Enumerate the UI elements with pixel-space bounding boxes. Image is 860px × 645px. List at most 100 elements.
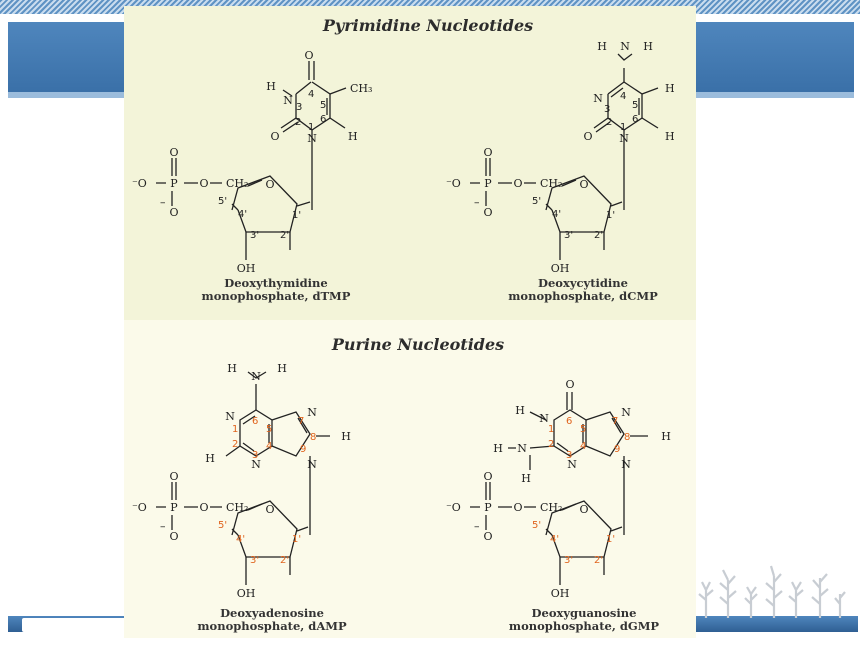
dtmp-o2: O	[270, 130, 279, 143]
damp-2p: 2'	[280, 555, 289, 566]
dcmp-n-amino: N	[620, 40, 630, 53]
dtmp-n3: N	[283, 94, 293, 107]
dgmp-po-o2: O	[483, 530, 492, 543]
dgmp-ring-o: O	[579, 503, 588, 516]
dtmp-p: P	[170, 177, 178, 190]
dcmp-n1: N	[619, 132, 629, 145]
dgmp-h1: H	[515, 404, 525, 417]
dgmp-num-8: 8	[624, 432, 630, 443]
damp-4p: 4'	[236, 534, 245, 545]
dgmp-h8: H	[661, 430, 671, 443]
dcmp-1p: 1'	[606, 210, 615, 221]
dgmp-minus: –	[474, 520, 480, 533]
dcmp-minus: –	[474, 196, 480, 209]
dtmp-ch3: CH₃	[350, 82, 372, 95]
purine-title: Purine Nucleotides	[331, 335, 504, 354]
footer-inset	[22, 618, 132, 632]
damp-h-a: H	[227, 362, 237, 375]
dtmp-minus: –	[160, 196, 166, 209]
dtmp-num-1: 1	[308, 122, 314, 133]
dcmp-3oh: OH	[551, 262, 570, 275]
dtmp-5p: 5'	[218, 196, 227, 207]
dtmp-n1: N	[307, 132, 317, 145]
dgmp-5p: 5'	[532, 520, 541, 531]
dcmp-num-5: 5	[632, 100, 638, 111]
dcmp-num-6: 6	[632, 114, 638, 125]
dgmp-num-2: 2	[548, 439, 554, 450]
dgmp-structure: O H N N H H N H N N 6 1 2 3 4 5 7 8 9 O …	[446, 378, 671, 633]
dgmp-caption-2: monophosphate, dGMP	[509, 619, 659, 633]
dcmp-o-bridge: O	[513, 177, 522, 190]
dgmp-4p: 4'	[550, 534, 559, 545]
damp-3oh: OH	[237, 587, 256, 600]
dtmp-ch2: CH₂	[226, 177, 248, 190]
damp-1p: 1'	[292, 534, 301, 545]
dtmp-h3: H	[266, 80, 276, 93]
dtmp-num-2: 2	[295, 117, 301, 128]
dgmp-caption-1: Deoxyguanosine	[532, 606, 637, 620]
damp-n1: N	[225, 410, 235, 423]
damp-po-minus-o: ⁻O	[132, 501, 147, 514]
dgmp-n3: N	[567, 458, 577, 471]
dcmp-2p: 2'	[594, 230, 603, 241]
dgmp-3oh: OH	[551, 587, 570, 600]
dcmp-caption-2: monophosphate, dCMP	[508, 289, 658, 303]
damp-ring-o: O	[265, 503, 274, 516]
damp-n3: N	[251, 458, 261, 471]
dgmp-num-5: 5	[580, 424, 586, 435]
damp-n9: N	[307, 458, 317, 471]
damp-num-3: 3	[252, 450, 258, 461]
damp-p: P	[170, 501, 178, 514]
dgmp-h-amino-b: H	[521, 472, 531, 485]
damp-num-8: 8	[310, 432, 316, 443]
dgmp-po-minus-o: ⁻O	[446, 501, 461, 514]
dcmp-5p: 5'	[532, 196, 541, 207]
dgmp-p: P	[484, 501, 492, 514]
dcmp-n3: N	[593, 92, 603, 105]
dcmp-o2: O	[583, 130, 592, 143]
dgmp-n7: N	[621, 406, 631, 419]
dgmp-num-4: 4	[580, 441, 586, 452]
dcmp-num-2: 2	[606, 117, 612, 128]
damp-caption-1: Deoxyadenosine	[220, 606, 324, 620]
dtmp-po-o2: O	[169, 206, 178, 219]
damp-h8: H	[341, 430, 351, 443]
dgmp-num-9: 9	[614, 444, 620, 455]
dcmp-caption-1: Deoxycytidine	[538, 276, 628, 290]
plant-silhouette-icon	[698, 565, 846, 618]
dcmp-h5: H	[665, 82, 675, 95]
dgmp-1p: 1'	[606, 534, 615, 545]
damp-num-7: 7	[298, 416, 304, 427]
damp-structure: H N H N N H H N N 6 1 2 3 4 5 7 8 9 O ⁻O…	[132, 362, 351, 633]
dgmp-o6: O	[565, 378, 574, 391]
dcmp-h-b: H	[643, 40, 653, 53]
dtmp-o-bridge: O	[199, 177, 208, 190]
dgmp-num-7: 7	[612, 416, 618, 427]
dtmp-3p: 3'	[250, 230, 259, 241]
dtmp-ring-o: O	[265, 178, 274, 191]
damp-ch2: CH₂	[226, 501, 248, 514]
pyrimidine-title: Pyrimidine Nucleotides	[322, 16, 533, 35]
dgmp-po-o: O	[483, 470, 492, 483]
dgmp-num-3: 3	[566, 450, 572, 461]
damp-n7: N	[307, 406, 317, 419]
dcmp-po-minus-o: ⁻O	[446, 177, 461, 190]
damp-n-amino: N	[251, 370, 261, 383]
dtmp-po-o: O	[169, 146, 178, 159]
dcmp-ring-o: O	[579, 178, 588, 191]
damp-h-b: H	[277, 362, 287, 375]
dtmp-3oh: OH	[237, 262, 256, 275]
damp-h2: H	[205, 452, 215, 465]
dtmp-4p: 4'	[238, 209, 247, 220]
dcmp-po-o2: O	[483, 206, 492, 219]
damp-num-1: 1	[232, 424, 238, 435]
dcmp-po-o: O	[483, 146, 492, 159]
dcmp-h6: H	[665, 130, 675, 143]
dgmp-ch2: CH₂	[540, 501, 562, 514]
damp-caption-2: monophosphate, dAMP	[197, 619, 347, 633]
dtmp-1p: 1'	[292, 210, 301, 221]
dtmp-o4: O	[304, 49, 313, 62]
dcmp-p: P	[484, 177, 492, 190]
dtmp-structure: O CH₃ H N H O N 3 4 5 6 1 2 O ⁻O P O CH₂…	[132, 49, 372, 303]
